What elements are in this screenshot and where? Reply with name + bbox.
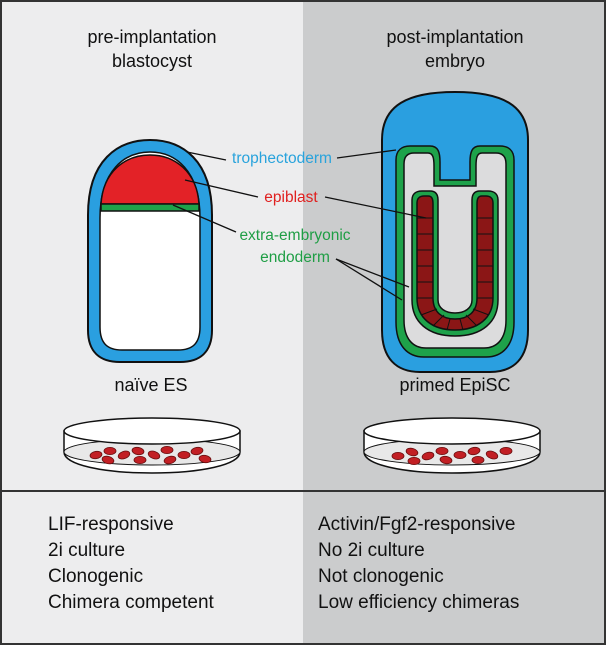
left-property: 2i culture	[48, 540, 125, 561]
epiblast-pointer-right	[324, 196, 427, 219]
left-title-line1: pre-implantation	[87, 27, 216, 47]
right-property: Activin/Fgf2-responsive	[318, 514, 515, 535]
endoderm-label-line2: endoderm	[260, 249, 330, 266]
left-dish-label: naïve ES	[114, 375, 187, 395]
left-property: Chimera competent	[48, 592, 215, 613]
left-dish-cells	[89, 445, 212, 465]
right-property: No 2i culture	[318, 540, 425, 561]
embryo-diagram	[381, 90, 529, 373]
right-dish-rim	[363, 417, 541, 445]
blastocyst-epiblast	[100, 154, 200, 205]
left-culture-dish	[63, 417, 241, 474]
left-property: Clonogenic	[48, 566, 143, 587]
left-dish-rim	[63, 417, 241, 445]
blastocyst-diagram	[87, 138, 213, 363]
endoderm-label-line1: extra-embryonic	[239, 227, 350, 244]
right-property: Low efficiency chimeras	[318, 592, 519, 613]
right-title-line2: embryo	[425, 51, 485, 71]
embryo-epiblast	[416, 195, 494, 331]
trophectoderm-pointer-left	[186, 151, 227, 161]
right-properties: Activin/Fgf2-responsive No 2i culture No…	[318, 514, 519, 613]
right-title-line1: post-implantation	[386, 27, 523, 47]
endoderm-pointer-right-1	[335, 258, 410, 288]
epiblast-pointer-left	[184, 179, 259, 198]
pointer-lines	[172, 149, 427, 301]
embryo-epiblast-cells	[417, 217, 493, 331]
right-culture-dish	[363, 417, 541, 474]
right-dish-label: primed EpiSC	[399, 375, 510, 395]
epiblast-label: epiblast	[264, 189, 318, 206]
left-properties: LIF-responsive 2i culture Clonogenic Chi…	[48, 514, 215, 613]
trophectoderm-pointer-right	[336, 149, 397, 159]
endoderm-pointer-left	[172, 204, 237, 233]
left-title-line2: blastocyst	[112, 51, 192, 71]
trophectoderm-label: trophectoderm	[232, 150, 332, 167]
right-dish-cells	[391, 446, 513, 465]
endoderm-pointer-right-2	[335, 258, 403, 301]
left-property: LIF-responsive	[48, 514, 174, 535]
right-property: Not clonogenic	[318, 566, 444, 587]
